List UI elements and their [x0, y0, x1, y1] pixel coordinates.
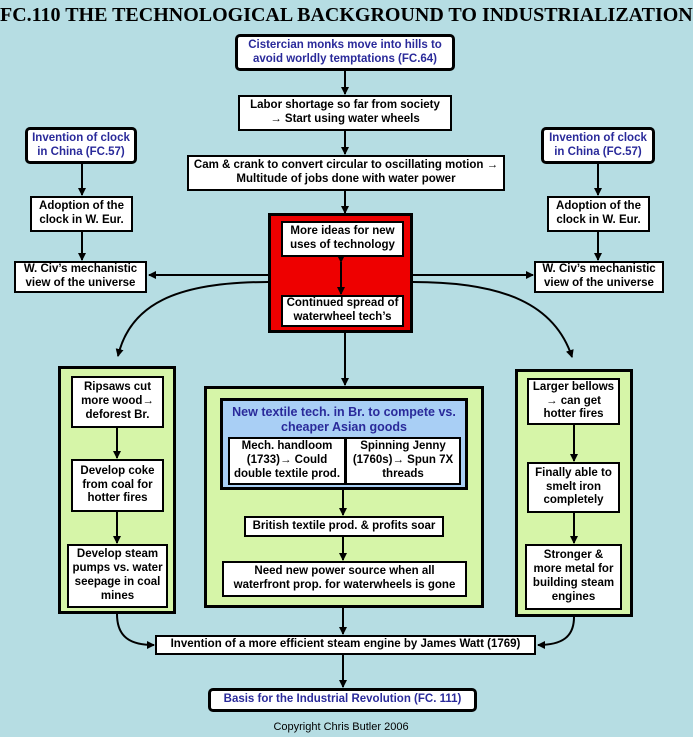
labor-shortage-node: Labor shortage so far from society → Sta…	[238, 95, 452, 131]
copyright-text: Copyright Chris Butler 2006	[273, 721, 409, 733]
arrow-to-right-panel	[412, 281, 574, 358]
right-adoption-node: Adoption of the clock in W. Eur.	[547, 196, 650, 232]
textile-profits-node: British textile prod. & profits soar	[244, 516, 444, 537]
textile-tech-title: New textile tech. in Br. to compete vs. …	[232, 405, 456, 434]
cam-crank-node: Cam & crank to convert circular to oscil…	[187, 155, 505, 191]
handloom-node: Mech. handloom (1733)→ Could double text…	[228, 437, 346, 485]
right-clock-invention-node: Invention of clock in China (FC.57)	[541, 127, 655, 164]
industrial-revolution-node: Basis for the Industrial Revolution (FC.…	[208, 688, 477, 712]
new-power-source-node: Need new power source when all waterfron…	[222, 561, 467, 597]
continued-spread-node: Continued spread of waterwheel tech’s	[281, 295, 404, 327]
bellows-node: Larger bellows → can get hotter fires	[527, 378, 620, 425]
ripsaws-node: Ripsaws cut more wood→ deforest Br.	[71, 376, 164, 428]
right-mechanistic-node: W. Civ’s mechanistic view of the univers…	[534, 261, 664, 293]
smelt-iron-node: Finally able to smelt iron completely	[527, 462, 620, 513]
arrow-to-left-panel	[115, 281, 269, 357]
stronger-metal-node: Stronger & more metal for building steam…	[525, 544, 622, 610]
steam-pumps-node: Develop steam pumps vs. water seepage in…	[67, 544, 168, 608]
monks-node: Cistercian monks move into hills to avoi…	[235, 34, 455, 71]
arrow-right-watt	[537, 616, 575, 649]
left-adoption-node: Adoption of the clock in W. Eur.	[30, 196, 133, 232]
coke-node: Develop coke from coal for hotter fires	[71, 459, 164, 512]
watt-steam-engine-node: Invention of a more efficient steam engi…	[155, 635, 536, 655]
page-title: FC.110 THE TECHNOLOGICAL BACKGROUND TO I…	[0, 4, 693, 26]
left-clock-invention-node: Invention of clock in China (FC.57)	[25, 127, 137, 164]
spinning-jenny-node: Spinning Jenny (1760s)→ Spun 7X threads	[345, 437, 461, 485]
arrow-left-watt	[116, 613, 155, 649]
left-mechanistic-node: W. Civ’s mechanistic view of the univers…	[14, 261, 147, 293]
more-ideas-node: More ideas for new uses of technology	[281, 221, 404, 257]
